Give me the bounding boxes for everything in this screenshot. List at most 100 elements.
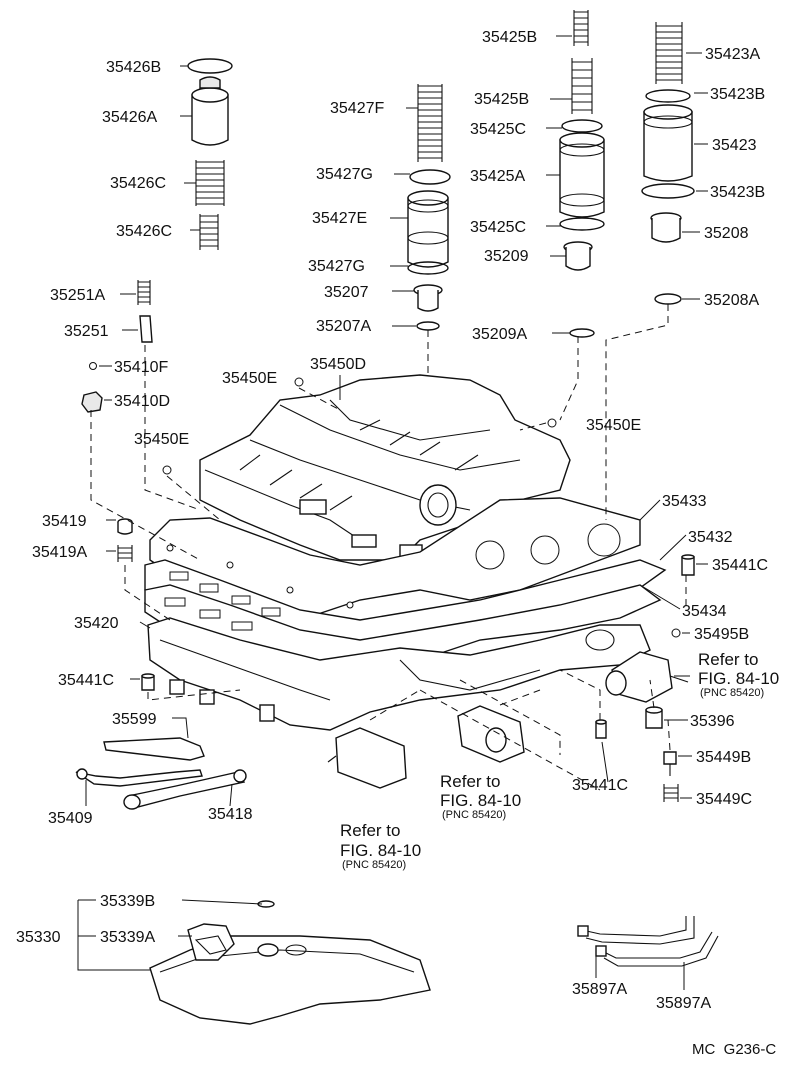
part-35208a-ring [654,293,682,305]
part-35423a-spring [655,22,683,84]
label-35441c-right: 35441C [712,557,768,574]
label-35423a: 35423A [705,46,760,63]
label-35599: 35599 [112,711,157,728]
label-35209: 35209 [484,248,529,265]
label-35209a: 35209A [472,326,527,343]
label-35495b: 35495B [694,626,749,643]
label-35426b: 35426B [106,59,161,76]
part-35441c-plug-right [681,554,695,576]
label-35423b-2: 35423B [710,184,765,201]
ref-callout-left: Refer to FIG. 84-10 (PNC 85420) [340,821,421,871]
part-35427g-ring-bottom [407,261,449,275]
label-35426c-1: 35426C [110,175,166,192]
part-solenoid-right [605,651,689,703]
label-35420: 35420 [74,615,119,632]
ref-center-line3: (PNC 85420) [442,809,506,821]
label-35897a-2: 35897A [656,995,711,1012]
part-35410d-retainer [81,391,103,413]
part-35441c-plug-center [595,719,607,739]
label-35450d: 35450D [310,356,366,373]
label-35432: 35432 [688,529,733,546]
ref-left-line3: (PNC 85420) [342,859,406,871]
part-35427g-ring-top [409,169,451,185]
label-35251a: 35251A [50,287,105,304]
label-35426a: 35426A [102,109,157,126]
part-35419-plug [117,518,133,535]
part-solenoid-left [327,727,407,789]
part-35425c-ring-bottom [559,217,605,231]
ref-right-line3: (PNC 85420) [700,687,764,699]
part-35599-spring-plate [103,737,205,761]
part-35410f-ball [89,362,97,370]
part-35426a-valve [191,76,229,146]
label-35339a: 35339A [100,929,155,946]
part-35897a-pipes [577,916,719,967]
part-35396-plug [645,706,663,729]
label-35434: 35434 [682,603,727,620]
label-35418: 35418 [208,806,253,823]
part-35449c-spring [663,784,679,802]
label-35423: 35423 [712,137,757,154]
label-35427e: 35427E [312,210,367,227]
part-35427f-spring [417,84,443,162]
part-35450e-ball-top [294,377,304,387]
drawing-code: MC G236-C [692,1041,776,1058]
part-35425a-sleeve [559,132,605,218]
label-35427g-1: 35427G [316,166,373,183]
part-35251a-spring [137,280,151,305]
part-35426c-spring-large [195,160,225,206]
label-35396: 35396 [690,713,735,730]
label-35425c-2: 35425C [470,219,526,236]
label-35425b-1: 35425B [482,29,537,46]
label-35207a: 35207A [316,318,371,335]
part-35251-valve [139,315,153,343]
part-labels: 35426B 35426A 35426C 35426C 35427F 35427… [16,29,768,1012]
part-35441c-plug-left [141,673,155,691]
label-35251: 35251 [64,323,109,340]
label-35410d: 35410D [114,393,170,410]
part-35449b-valve [663,751,677,776]
label-35425c-1: 35425C [470,121,526,138]
part-35207-plug [413,284,443,312]
label-35449c: 35449C [696,791,752,808]
ref-left-line2: FIG. 84-10 [340,841,421,860]
ref-center-line1: Refer to [440,772,500,791]
label-35427g-2: 35427G [308,258,365,275]
part-35423b-ring-bottom [641,183,695,199]
part-35209-plug [563,241,593,271]
part-35418-manual-valve [123,769,247,810]
ref-center-line2: FIG. 84-10 [440,791,521,810]
part-35426c-spring-small [199,214,219,250]
part-35423b-ring-top [645,89,691,103]
label-35423b-1: 35423B [710,86,765,103]
label-35450e-top: 35450E [222,370,277,387]
part-35450d-upper-valve-body [199,374,571,561]
label-35441c-left: 35441C [58,672,114,689]
label-35427f: 35427F [330,100,384,117]
label-35419a: 35419A [32,544,87,561]
part-35450e-ball-right [547,418,557,428]
label-35208: 35208 [704,225,749,242]
part-35427e-sleeve [407,190,449,268]
ref-callout-center: Refer to FIG. 84-10 (PNC 85420) [440,772,521,821]
part-35425c-ring-top [561,119,603,133]
part-35426b-ring [187,58,233,74]
label-35450e-left: 35450E [134,431,189,448]
label-35208a: 35208A [704,292,759,309]
label-35425b-2: 35425B [474,91,529,108]
label-35425a: 35425A [470,168,525,185]
part-35450e-ball-left [162,465,172,475]
label-35897a-1: 35897A [572,981,627,998]
label-35419: 35419 [42,513,87,530]
assembly-lines [90,304,687,791]
label-35409: 35409 [48,810,93,827]
part-35409-lever [75,768,203,787]
ref-right-line2: FIG. 84-10 [698,669,779,688]
part-35207a-ring [416,321,440,331]
part-35425b-spring-lower [571,58,593,114]
label-35433: 35433 [662,493,707,510]
part-solenoid-center [457,705,525,763]
part-35209a-ring [569,328,595,338]
label-35450e-right: 35450E [586,417,641,434]
